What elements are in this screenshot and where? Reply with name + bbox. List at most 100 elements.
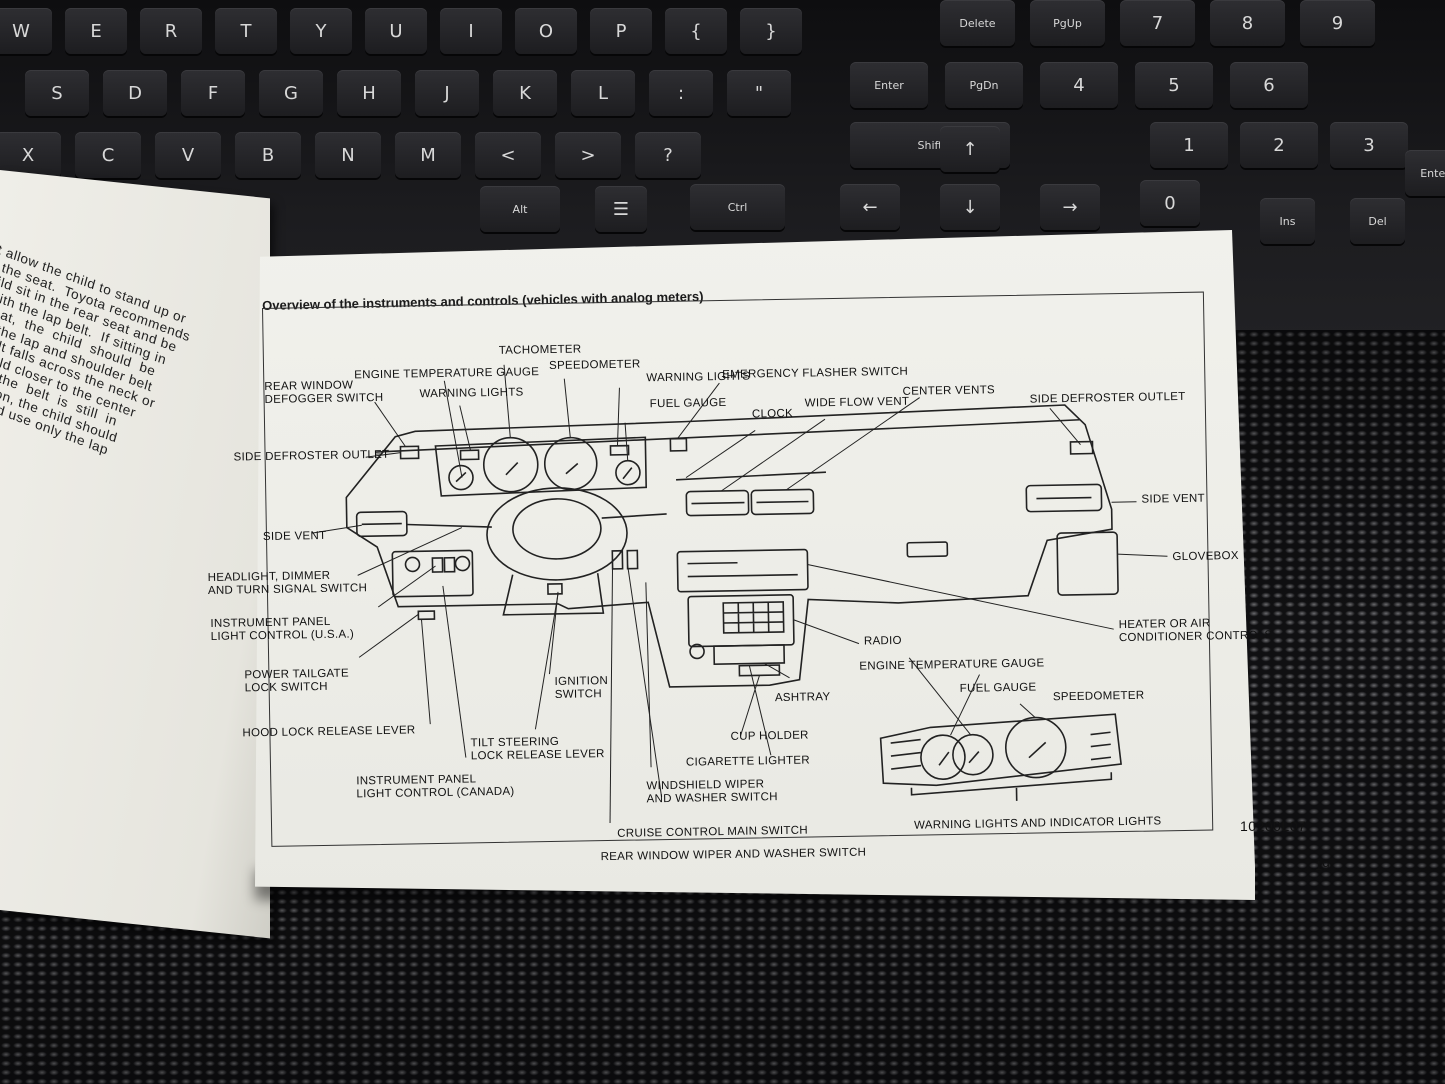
key-down-arrow[interactable]: ↓ — [940, 184, 1000, 230]
key-r2-4[interactable]: H — [337, 70, 401, 116]
label-speedometer-inset: SPEEDOMETER — [1053, 690, 1145, 705]
key-r2b-0[interactable]: Enter — [850, 62, 928, 108]
label-radio: RADIO — [864, 635, 902, 649]
flasher-switch — [670, 439, 686, 451]
key-r2-8[interactable]: : — [649, 70, 713, 116]
inset-speedometer-dial — [1005, 717, 1066, 778]
key-10[interactable]: } — [740, 8, 802, 54]
key-r2-9[interactable]: " — [727, 70, 791, 116]
key-r3-7[interactable]: > — [555, 132, 621, 178]
key-r2-3[interactable]: G — [259, 70, 323, 116]
key-right-arrow[interactable]: → — [1040, 184, 1100, 230]
cup-holder — [739, 665, 779, 676]
key-r3-5[interactable]: M — [395, 132, 461, 178]
key-del[interactable]: Del — [1350, 198, 1405, 244]
label-warning-lights-left: WARNING LIGHTS — [419, 386, 523, 401]
key-r3b-3[interactable]: 3 — [1330, 122, 1408, 168]
key-r2b-3[interactable]: 5 — [1135, 62, 1213, 108]
wiper-stalk — [602, 514, 667, 518]
label-speedometer-top: SPEEDOMETER — [549, 358, 641, 373]
key-r3-6[interactable]: < — [475, 132, 541, 178]
label-clock: CLOCK — [752, 408, 793, 422]
figure-code: 10200L07 — [1240, 818, 1306, 834]
key-8[interactable]: P — [590, 8, 652, 54]
warning-light-right — [610, 446, 628, 455]
glovebox — [1057, 532, 1118, 595]
inset-cluster — [880, 714, 1121, 786]
label-rear-window-defogger: REAR WINDOW DEFOGGER SWITCH — [264, 379, 383, 407]
key-r3-1[interactable]: C — [75, 132, 141, 178]
label-side-vent-left: SIDE VENT — [263, 530, 327, 544]
key-3[interactable]: T — [215, 8, 277, 54]
key-2[interactable]: R — [140, 8, 202, 54]
label-instrument-panel-usa: INSTRUMENT PANEL LIGHT CONTROL (U.S.A.) — [210, 615, 354, 643]
key-r2-1[interactable]: D — [103, 70, 167, 116]
key-left-arrow[interactable]: ← — [840, 184, 900, 230]
label-wide-flow-vent: WIDE FLOW VENT — [805, 396, 910, 411]
key-r1b-4[interactable]: 9 — [1300, 0, 1375, 46]
defogger-switch — [400, 446, 418, 458]
label-power-tailgate: POWER TAILGATE LOCK SWITCH — [244, 668, 349, 696]
key-r3-4[interactable]: N — [315, 132, 381, 178]
key-r1b-0[interactable]: Delete — [940, 0, 1015, 46]
warning-light-left — [461, 450, 479, 459]
key-r3-2[interactable]: V — [155, 132, 221, 178]
key-r2-0[interactable]: S — [25, 70, 89, 116]
key-r1b-3[interactable]: 8 — [1210, 0, 1285, 46]
key-7[interactable]: O — [515, 8, 577, 54]
speedometer-dial — [544, 437, 597, 490]
key-4[interactable]: Y — [290, 8, 352, 54]
key-5[interactable]: U — [365, 8, 427, 54]
key-9[interactable]: { — [665, 8, 727, 54]
ashtray — [714, 645, 784, 664]
label-side-defroster-right: SIDE DEFROSTER OUTLET — [1030, 391, 1186, 407]
key-r3-3[interactable]: B — [235, 132, 301, 178]
key-6[interactable]: I — [440, 8, 502, 54]
label-cup-holder: CUP HOLDER — [730, 730, 808, 744]
key-r3b-2[interactable]: 2 — [1240, 122, 1318, 168]
key-r3-8[interactable]: ? — [635, 132, 701, 178]
label-side-vent-right: SIDE VENT — [1141, 493, 1205, 507]
key-r2-6[interactable]: K — [493, 70, 557, 116]
key-r3b-1[interactable]: 1 — [1150, 122, 1228, 168]
label-glovebox: GLOVEBOX — [1172, 550, 1239, 564]
label-fuel-gauge-top: FUEL GAUGE — [650, 397, 727, 411]
label-instrument-panel-canada: INSTRUMENT PANEL LIGHT CONTROL (CANADA) — [356, 773, 514, 802]
key-r1b-1[interactable]: PgUp — [1030, 0, 1105, 46]
key-num0[interactable]: 0 — [1140, 180, 1200, 226]
label-ashtray: ASHTRAY — [775, 691, 831, 705]
diagram-frame: TACHOMETER SPEEDOMETER REAR WINDOW DEFOG… — [262, 292, 1213, 847]
left-page: t allow the child to stand up or the sea… — [0, 170, 270, 938]
label-cigarette-lighter: CIGARETTE LIGHTER — [686, 755, 810, 770]
key-menu[interactable]: ☰ — [595, 186, 647, 232]
label-tilt-steering: TILT STEERING LOCK RELEASE LEVER — [471, 735, 605, 763]
key-up-arrow[interactable]: ↑ — [940, 126, 1000, 172]
key-r2b-1[interactable]: PgDn — [945, 62, 1023, 108]
key-num-enter[interactable]: Enter — [1405, 150, 1445, 196]
label-ignition-switch: IGNITION SWITCH — [554, 675, 608, 702]
key-ins[interactable]: Ins — [1260, 198, 1315, 244]
key-r2b-4[interactable]: 6 — [1230, 62, 1308, 108]
steering-wheel — [486, 487, 628, 581]
label-tachometer: TACHOMETER — [499, 343, 582, 357]
key-r2-2[interactable]: F — [181, 70, 245, 116]
key-0[interactable]: W — [0, 8, 52, 54]
label-windshield-wiper: WINDSHIELD WIPER AND WASHER SWITCH — [646, 778, 778, 806]
heater-controls — [677, 550, 808, 592]
side-defroster-right — [1070, 442, 1092, 454]
label-headlight-dimmer: HEADLIGHT, DIMMER AND TURN SIGNAL SWITCH — [208, 569, 368, 598]
label-heater-ac: HEATER OR AIR CONDITIONER CONTROLS — [1119, 616, 1273, 645]
key-ctrl[interactable]: Ctrl — [690, 184, 785, 230]
key-r2-7[interactable]: L — [571, 70, 635, 116]
label-fuel-gauge-inset: FUEL GAUGE — [960, 682, 1037, 696]
wide-flow-vent — [676, 472, 826, 480]
key-1[interactable]: E — [65, 8, 127, 54]
key-r2b-2[interactable]: 4 — [1040, 62, 1118, 108]
key-r1b-2[interactable]: 7 — [1120, 0, 1195, 46]
key-r2-5[interactable]: J — [415, 70, 479, 116]
hood-lever — [418, 611, 434, 619]
steering-hub — [512, 498, 601, 560]
key-alt[interactable]: Alt — [480, 186, 560, 232]
page-number: 19 — [1315, 858, 1329, 873]
label-side-defroster-left: SIDE DEFROSTER OUTLET — [234, 449, 390, 465]
